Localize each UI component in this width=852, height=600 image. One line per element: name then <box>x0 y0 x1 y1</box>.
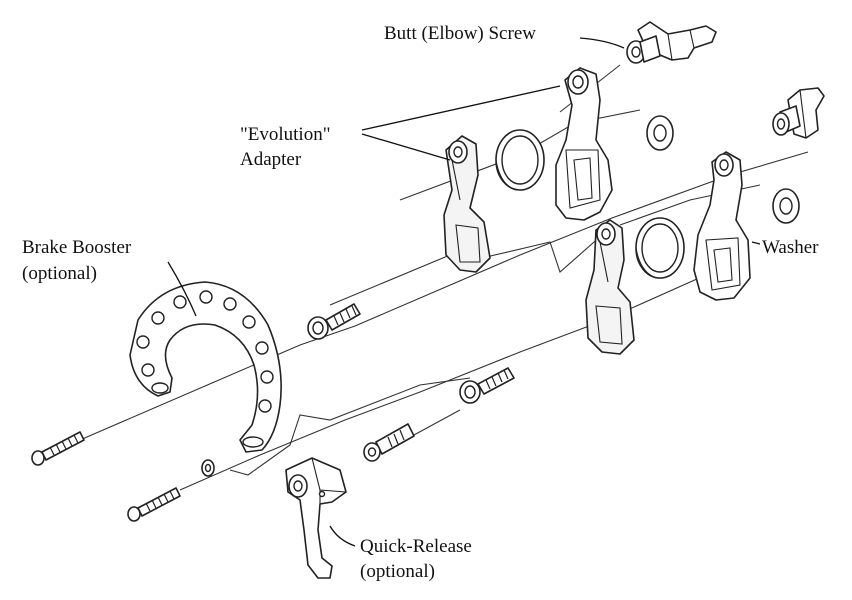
label-evolution-adapter-line2: Adapter <box>240 149 302 170</box>
label-quick-release-line1: Quick-Release <box>360 536 472 557</box>
label-brake-booster-line2: (optional) <box>22 263 97 284</box>
quick-release-bolt <box>363 423 415 462</box>
washer-lower <box>772 188 800 224</box>
butt-elbow-screw-top <box>626 21 717 64</box>
label-quick-release-line2: (optional) <box>360 561 435 582</box>
booster-small-washer <box>201 459 215 477</box>
adapter-upper-front <box>443 135 491 273</box>
label-evolution-adapter-line1: "Evolution" <box>240 124 330 145</box>
adapter-lower-back <box>693 151 751 301</box>
washer-upper <box>646 115 674 151</box>
booster-screw-short <box>127 487 181 522</box>
brake-booster-plate <box>129 281 282 453</box>
butt-elbow-screw-right <box>772 87 825 139</box>
adapter-upper-back <box>555 67 613 221</box>
booster-screw-long <box>31 431 85 466</box>
label-brake-booster-line1: Brake Booster <box>22 237 132 258</box>
adapter-mounting-screw-lower <box>459 367 515 404</box>
adapter-lower-front <box>585 219 635 355</box>
bushing-lower <box>635 217 685 279</box>
label-butt-elbow-screw: Butt (Elbow) Screw <box>384 23 536 44</box>
label-washer: Washer <box>762 237 819 258</box>
bushing-upper <box>495 129 545 191</box>
quick-release-lever <box>285 457 347 579</box>
leader-lines <box>167 37 761 547</box>
adapter-mounting-screw-upper <box>307 303 361 340</box>
